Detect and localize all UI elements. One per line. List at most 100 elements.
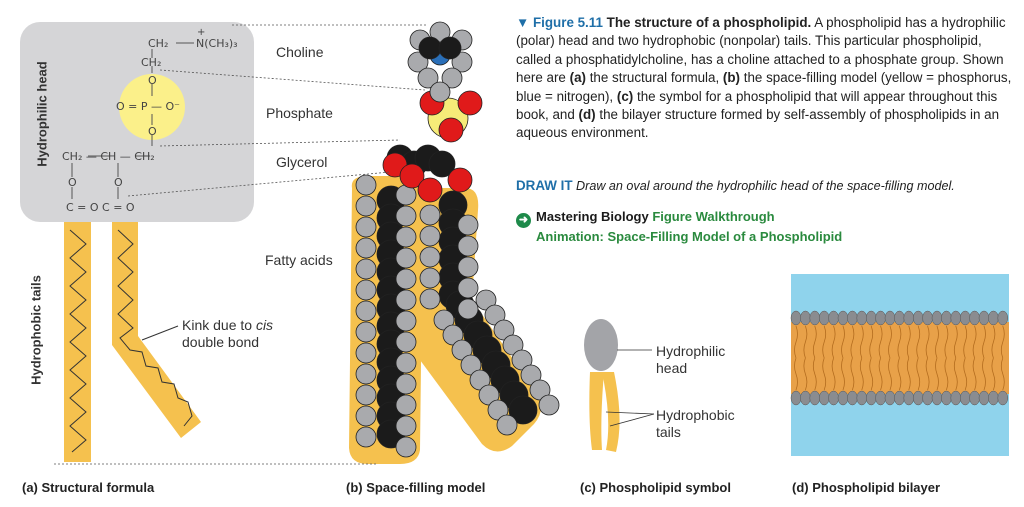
bilayer-head bbox=[969, 390, 980, 406]
bilayer-head bbox=[828, 390, 839, 406]
hydrogen-atom bbox=[538, 394, 560, 416]
label-choline: Choline bbox=[276, 44, 324, 60]
bilayer-head bbox=[959, 390, 971, 406]
space-filling-atoms bbox=[355, 21, 560, 458]
formula-phosphate-row: O = P — O⁻ bbox=[116, 100, 180, 113]
kink-label: Kink due to cis double bond bbox=[182, 317, 273, 351]
hydrogen-atom bbox=[395, 415, 417, 437]
bilayer-head bbox=[875, 390, 886, 406]
bilayer-tail bbox=[794, 325, 798, 391]
bilayer-head bbox=[941, 310, 952, 326]
bilayer-tail bbox=[906, 325, 911, 391]
bilayer-head bbox=[950, 390, 962, 406]
bilayer-head bbox=[828, 310, 839, 326]
bilayer-tail bbox=[812, 325, 817, 391]
bilayer-head bbox=[988, 310, 999, 326]
formula-n-group: N(CH₃)₃ bbox=[196, 37, 238, 50]
hydrogen-atom bbox=[419, 288, 441, 310]
draw-it-text: Draw an oval around the hydrophilic head… bbox=[576, 179, 955, 193]
caption-ref-b: (b) bbox=[722, 70, 741, 86]
hydrogen-atom bbox=[395, 289, 417, 311]
hydrogen-atom bbox=[451, 51, 473, 73]
formula-o1: O bbox=[148, 74, 157, 87]
caption-text-1: A phospholipid has a hydrophilic (polar)… bbox=[516, 15, 1006, 86]
symbol-head-label: Hydrophilic head bbox=[656, 343, 725, 377]
figure-label: ▼ Figure 5.11 bbox=[516, 15, 603, 30]
symbol-tail-label: Hydrophobic tails bbox=[656, 407, 735, 441]
formula-carbonyl-row: C = O C = O bbox=[66, 201, 135, 214]
bilayer-head bbox=[978, 310, 990, 326]
bilayer-head bbox=[865, 310, 877, 326]
bilayer-tail bbox=[841, 325, 845, 391]
bilayer-head bbox=[809, 310, 821, 326]
tail-chain-right bbox=[117, 229, 193, 427]
bilayer-tail bbox=[925, 325, 930, 391]
kink-cis: cis bbox=[255, 317, 274, 333]
bilayer-tail bbox=[878, 325, 883, 391]
hydrogen-atom bbox=[355, 342, 377, 364]
carbon-atom bbox=[508, 395, 538, 425]
hydrogen-atom bbox=[395, 205, 417, 227]
kink-line1: Kink due to bbox=[182, 317, 256, 333]
caption-text-5: the bilayer structure formed by self-ass… bbox=[516, 107, 1000, 141]
panel-label-a: (a) Structural formula bbox=[22, 480, 155, 495]
carbon-atom bbox=[428, 150, 456, 178]
oxygen-atom bbox=[457, 90, 483, 116]
symbol-tail-line1: Hydrophobic bbox=[656, 407, 735, 423]
carbon-atom bbox=[418, 36, 442, 60]
bilayer-head bbox=[997, 390, 1009, 406]
hydrogen-atom bbox=[395, 310, 417, 332]
bilayer-head bbox=[875, 310, 886, 326]
hydrogen-atom bbox=[355, 363, 377, 385]
hydrogen-atom bbox=[417, 67, 439, 89]
tail-left-a bbox=[64, 222, 91, 462]
kink-line2: double bond bbox=[182, 334, 260, 350]
bilayer-tails bbox=[791, 322, 1009, 394]
formula-plus: + bbox=[197, 27, 205, 38]
bilayer-tail bbox=[935, 325, 939, 391]
hydrogen-atom bbox=[355, 174, 377, 196]
bilayer-head bbox=[837, 310, 849, 326]
bilayer-tail bbox=[859, 325, 864, 391]
hydrogen-atom bbox=[355, 426, 377, 448]
bilayer-head bbox=[941, 390, 952, 406]
hydrogen-atom bbox=[355, 405, 377, 427]
panel-label-c: (c) Phospholipid symbol bbox=[580, 480, 731, 495]
hydrogen-atom bbox=[419, 246, 441, 268]
draw-it-label: DRAW IT bbox=[516, 178, 573, 193]
figure-walkthrough-link[interactable]: Figure Walkthrough bbox=[652, 209, 775, 224]
hydrogen-atom bbox=[395, 373, 417, 395]
hydrogen-atom bbox=[407, 51, 429, 73]
kink-leader-line bbox=[141, 325, 179, 341]
formula-bonds bbox=[71, 42, 194, 199]
bilayer-tail bbox=[897, 325, 902, 391]
bilayer-tail bbox=[972, 325, 977, 391]
hydrogen-atom bbox=[355, 300, 377, 322]
bilayer-tail bbox=[850, 325, 855, 391]
oxygen-atom bbox=[399, 163, 425, 189]
hydrogen-atom bbox=[419, 204, 441, 226]
bilayer-head bbox=[800, 310, 811, 326]
label-fatty-acids: Fatty acids bbox=[265, 252, 333, 268]
hydrogen-atom bbox=[395, 331, 417, 353]
hydrogen-atom bbox=[457, 277, 479, 299]
hydrogen-atom bbox=[355, 216, 377, 238]
caption-ref-a: (a) bbox=[569, 70, 586, 86]
formula-glycerol-row: CH₂ — CH — CH₂ bbox=[62, 150, 155, 163]
formula-ch2-top: CH₂ bbox=[148, 37, 168, 50]
bilayer-head bbox=[931, 310, 943, 326]
hydrogen-atom bbox=[457, 298, 479, 320]
bilayer-head bbox=[790, 390, 802, 406]
panel-label-d: (d) Phospholipid bilayer bbox=[792, 480, 941, 495]
figure-caption: ▼ Figure 5.11 The structure of a phospho… bbox=[516, 14, 1016, 143]
bilayer-head bbox=[903, 310, 915, 326]
hydrogen-atom bbox=[419, 225, 441, 247]
symbol-head-line1: Hydrophilic bbox=[656, 343, 726, 359]
formula-o3: O bbox=[68, 176, 77, 189]
bilayer-head bbox=[988, 390, 999, 406]
caption-ref-c: (c) bbox=[616, 88, 634, 104]
hydrogen-atom bbox=[457, 235, 479, 257]
bilayer-tail bbox=[982, 325, 986, 391]
bilayer-head bbox=[856, 390, 868, 406]
animation-link[interactable]: Animation: Space-Filling Model of a Phos… bbox=[536, 229, 843, 244]
